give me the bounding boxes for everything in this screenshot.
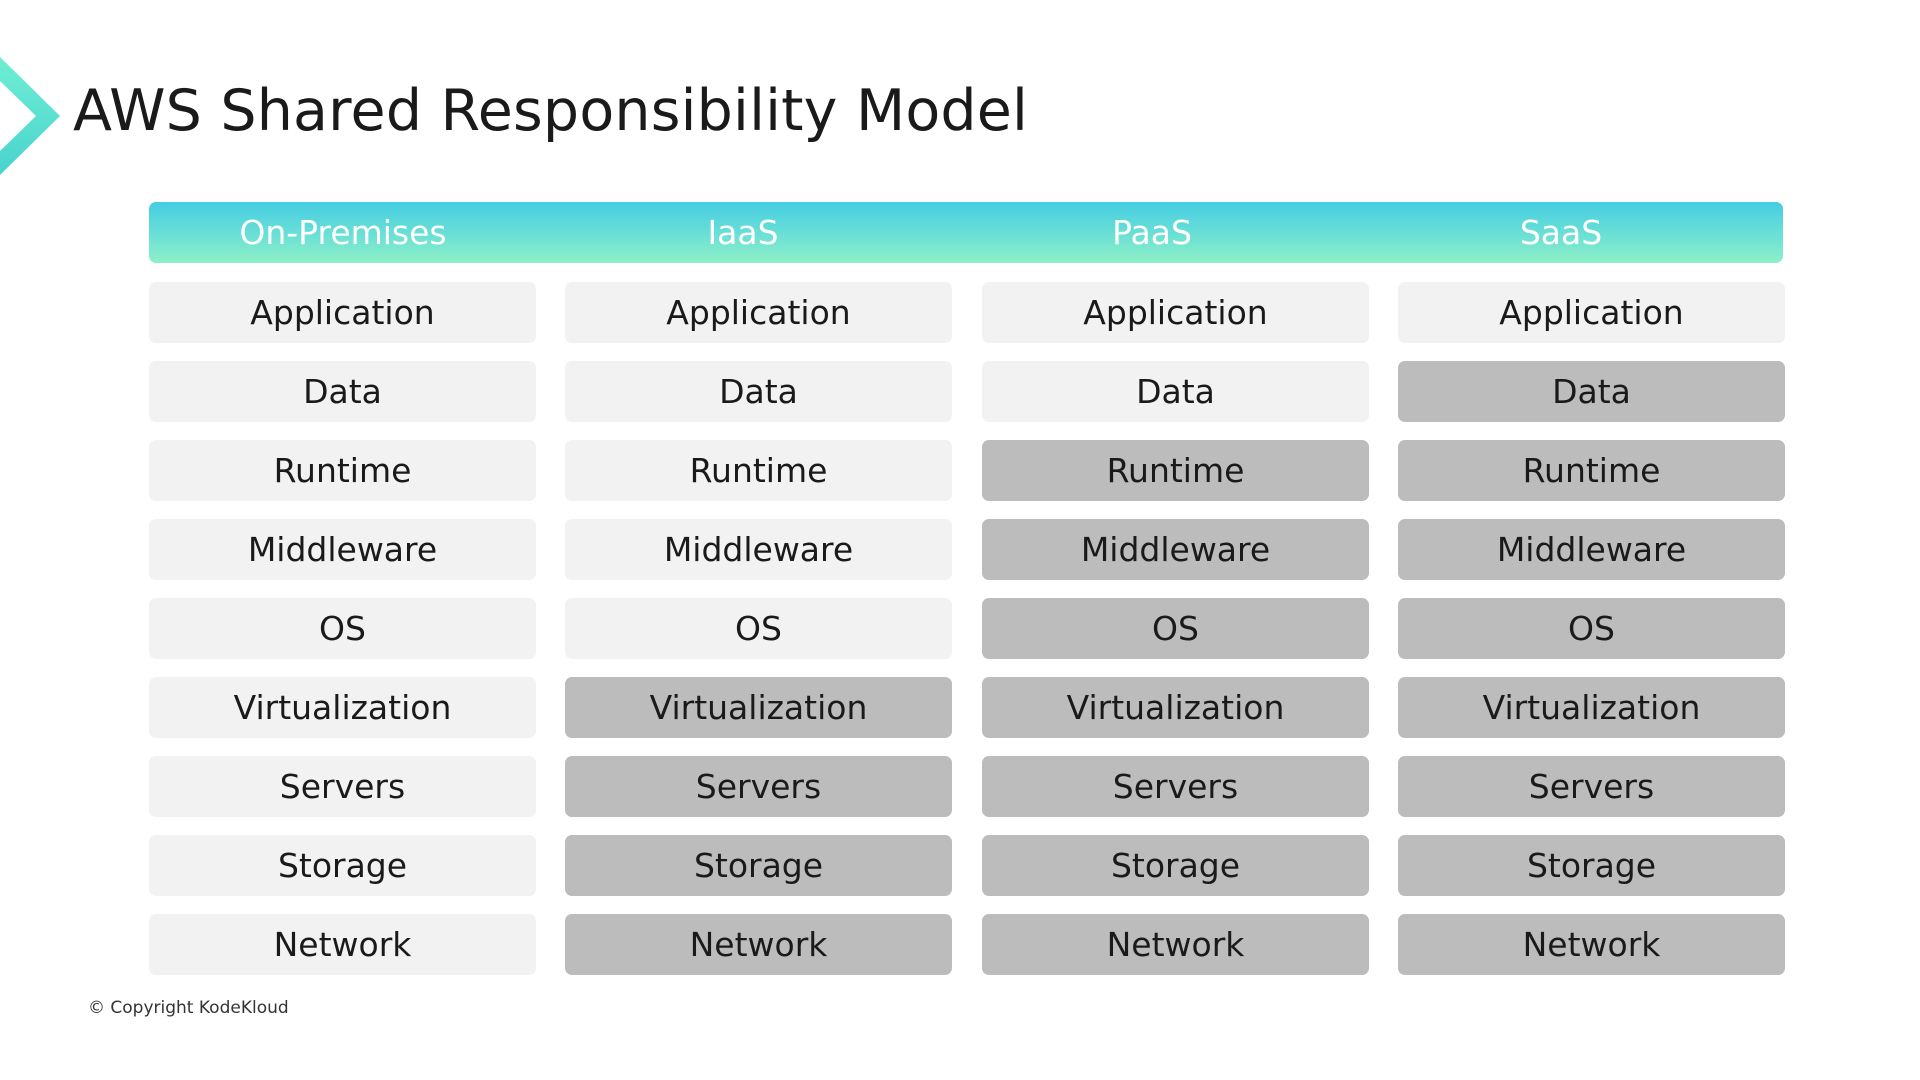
layer-cell: Servers	[1398, 756, 1785, 817]
header-label-saas: SaaS	[1519, 213, 1603, 252]
service-model-header: On-Premises IaaS PaaS SaaS	[149, 202, 1783, 263]
layer-cell: Network	[982, 914, 1369, 975]
layer-cell: Virtualization	[565, 677, 952, 738]
layer-cell: Virtualization	[149, 677, 536, 738]
header-label-iaas: IaaS	[707, 213, 779, 252]
layer-cell: Runtime	[565, 440, 952, 501]
layer-cell: Virtualization	[1398, 677, 1785, 738]
layer-cell: Application	[982, 282, 1369, 343]
layer-cell: OS	[149, 598, 536, 659]
chevron-icon	[0, 57, 60, 175]
layer-cell: Middleware	[565, 519, 952, 580]
layer-cell: Servers	[565, 756, 952, 817]
layer-cell: Data	[149, 361, 536, 422]
header-label-paas: PaaS	[1112, 213, 1192, 252]
layer-cell: Middleware	[1398, 519, 1785, 580]
layer-cell: OS	[1398, 598, 1785, 659]
layer-cell: Runtime	[149, 440, 536, 501]
layer-cell: Application	[1398, 282, 1785, 343]
layer-cell: Data	[565, 361, 952, 422]
layer-cell: Servers	[149, 756, 536, 817]
layer-cell: Middleware	[149, 519, 536, 580]
layer-cell: Storage	[149, 835, 536, 896]
layer-cell: Data	[982, 361, 1369, 422]
layer-cell: Network	[149, 914, 536, 975]
layer-cell: Network	[1398, 914, 1785, 975]
layer-cell: Network	[565, 914, 952, 975]
copyright-text: © Copyright KodeKloud	[88, 998, 289, 1018]
layer-cell: Servers	[982, 756, 1369, 817]
layer-cell: Storage	[1398, 835, 1785, 896]
layer-cell: Middleware	[982, 519, 1369, 580]
layer-cell: Application	[565, 282, 952, 343]
layer-cell: Data	[1398, 361, 1785, 422]
page-title: AWS Shared Responsibility Model	[73, 78, 1029, 144]
layer-cell: Virtualization	[982, 677, 1369, 738]
header-label-on-premises: On-Premises	[239, 213, 447, 252]
layer-cell: Runtime	[982, 440, 1369, 501]
layer-cell: OS	[565, 598, 952, 659]
layer-cell: Application	[149, 282, 536, 343]
layer-cell: Storage	[565, 835, 952, 896]
layer-cell: Runtime	[1398, 440, 1785, 501]
layer-cell: Storage	[982, 835, 1369, 896]
layer-cell: OS	[982, 598, 1369, 659]
